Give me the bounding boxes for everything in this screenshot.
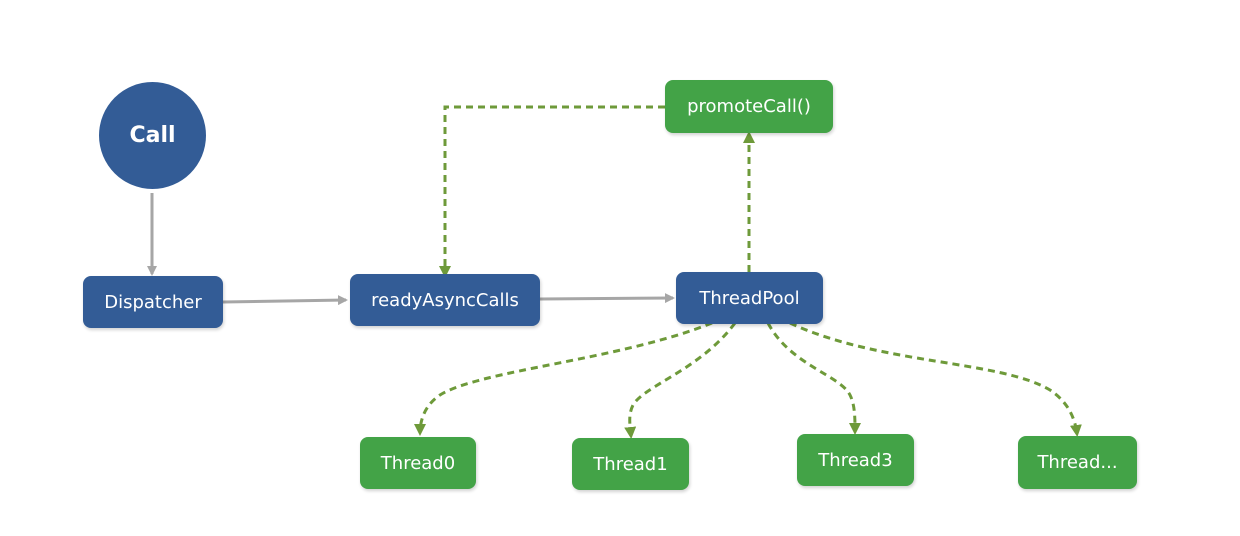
- threadmore-node-label: Thread...: [1037, 452, 1118, 473]
- thread0-node-label: Thread0: [380, 452, 456, 474]
- threadpool-node-label: ThreadPool: [699, 287, 800, 309]
- edge-threadpool-to-thread3: [766, 322, 861, 435]
- call-node: Call: [99, 82, 206, 189]
- edge-promotecall-to-readyasynccalls: [439, 105, 665, 278]
- threadpool-node: ThreadPool: [676, 272, 823, 324]
- promotecall-node-label: promoteCall(): [687, 96, 811, 117]
- dispatcher-node-label: Dispatcher: [104, 291, 202, 313]
- edge-dispatcher-to-readyasynccalls: [222, 295, 348, 306]
- thread3-node: Thread3: [797, 434, 914, 486]
- thread0-node: Thread0: [360, 437, 476, 489]
- dispatcher-node: Dispatcher: [83, 276, 223, 328]
- thread1-node-label: Thread1: [593, 453, 668, 475]
- readyasynccalls-node: readyAsyncCalls: [350, 274, 540, 326]
- readyasynccalls-node-label: readyAsyncCalls: [371, 289, 519, 311]
- edge-threadpool-to-thread0: [414, 321, 713, 436]
- thread1-node: Thread1: [572, 438, 689, 490]
- edge-threadpool-to-thread1: [624, 322, 737, 439]
- threadmore-node: Thread...: [1018, 436, 1137, 489]
- edge-readyasynccalls-to-threadpool: [539, 293, 675, 304]
- promotecall-node: promoteCall(): [665, 80, 833, 133]
- call-node-label: Call: [129, 123, 176, 148]
- thread3-node-label: Thread3: [818, 449, 893, 471]
